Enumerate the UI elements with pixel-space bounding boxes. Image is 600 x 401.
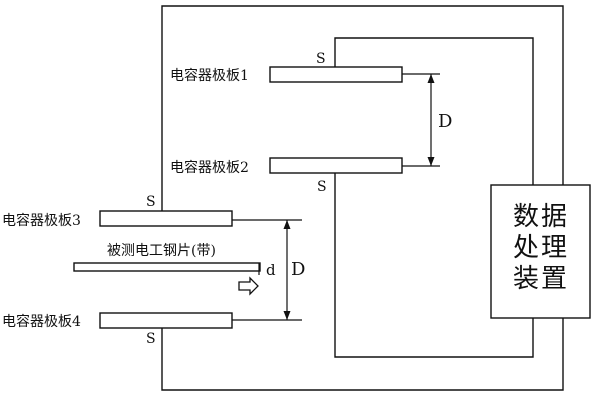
upper-dimension-arrowhead-top [427, 74, 435, 83]
lower-dimension-arrowhead-top [283, 220, 291, 229]
lower-distance-label: D [291, 259, 305, 280]
plate-2-s-label: S [317, 179, 327, 195]
processor-label-line-1: 数据 [513, 202, 569, 232]
capacitor-plate-3 [99, 210, 233, 227]
steel-strip-label: 被测电工钢片(带) [107, 243, 216, 259]
capacitor-plate-4 [99, 312, 233, 329]
plate-3-s-label: S [146, 194, 156, 210]
strip-thickness-label: d [266, 261, 276, 279]
upper-distance-label: D [438, 111, 452, 132]
capacitor-plate-1 [269, 66, 403, 83]
inner-wire [334, 37, 534, 358]
plate-3-label: 电容器极板3 [2, 212, 81, 229]
plate-4-label: 电容器极板4 [2, 313, 81, 330]
plate-2-label: 电容器极板2 [170, 159, 249, 176]
outer-wire [161, 5, 564, 391]
hollow-right-arrow-icon [238, 276, 259, 296]
upper-dimension-arrowhead-bottom [427, 157, 435, 166]
plate-4-s-label: S [146, 331, 156, 347]
plate-1-label: 电容器极板1 [170, 67, 249, 84]
processor-label-line-2: 处理 [513, 233, 569, 263]
lower-dimension-arrowhead-bottom [283, 311, 291, 320]
data-processing-device [490, 184, 591, 319]
processor-label-line-3: 装置 [513, 264, 569, 294]
capacitor-plate-2 [269, 157, 403, 174]
plate-1-s-label: S [316, 51, 326, 67]
steel-strip [73, 262, 261, 272]
